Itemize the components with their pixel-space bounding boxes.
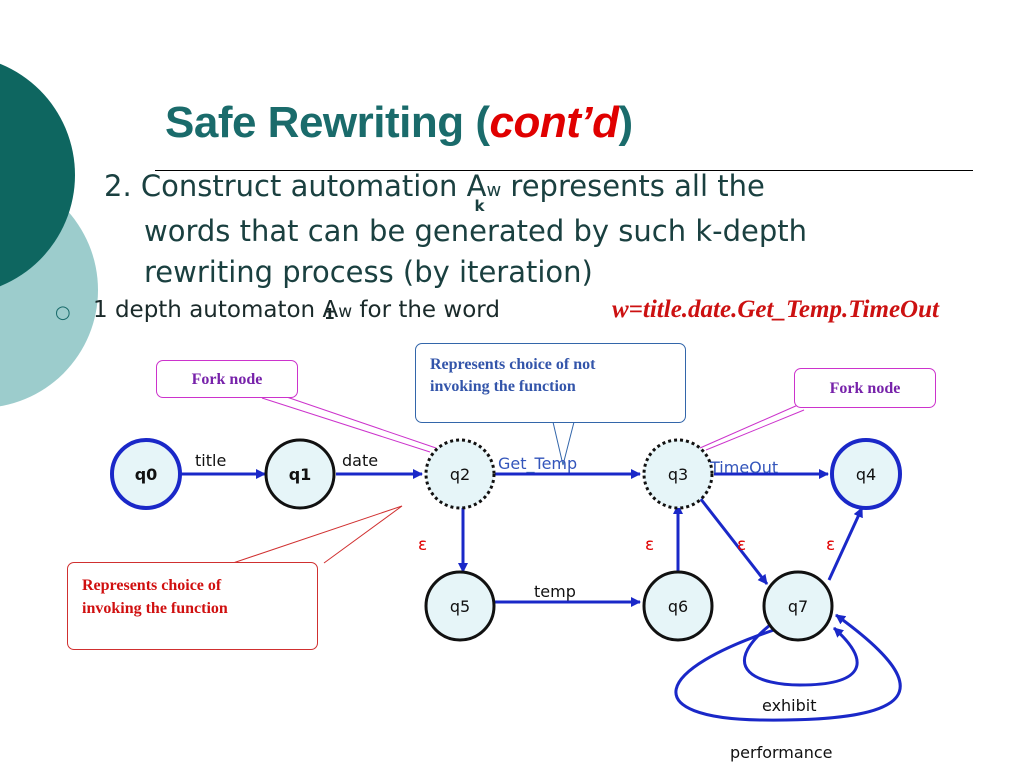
bullet-text-b: for the word	[352, 297, 500, 323]
callout-not-invoking-line-1: Represents choice of not	[430, 356, 596, 373]
label-title: title	[195, 451, 226, 470]
callout-invoking-line-1: Represents choice of	[82, 577, 222, 594]
node-label-q0: q0	[135, 465, 158, 484]
callout-fork-node-right: Fork node	[794, 368, 936, 408]
node-q7: q7	[762, 570, 834, 642]
node-label-q4: q4	[856, 465, 876, 484]
label-eps-2: ε	[645, 535, 654, 555]
node-q2: q2	[424, 438, 496, 510]
node-label-q6: q6	[668, 597, 688, 616]
label-performance: performance	[730, 743, 832, 762]
step-line-1a: 2. Construct automation A	[104, 169, 487, 203]
label-eps-1: ε	[418, 535, 427, 555]
edge-exhibit-loop	[743, 623, 859, 687]
label-eps-3: ε	[737, 535, 746, 555]
label-get-temp: Get_Temp	[498, 454, 577, 474]
step-superscript: k	[474, 197, 485, 215]
step-subscript: w	[486, 180, 502, 201]
callout-invoking-line-2: invoking the function	[82, 600, 228, 617]
label-timeout: TimeOut	[709, 458, 778, 477]
label-date: date	[342, 451, 378, 470]
node-q4: q4	[830, 438, 902, 510]
edge-q7-q4	[827, 507, 864, 581]
node-label-q7: q7	[788, 597, 808, 616]
label-exhibit: exhibit	[762, 696, 817, 715]
label-temp: temp	[534, 582, 576, 601]
title-main: Safe Rewriting (	[165, 98, 490, 147]
bullet-superscript: 1	[324, 305, 335, 323]
callout-invoking: Represents choice of invoking the functi…	[67, 562, 318, 650]
node-q6: q6	[642, 570, 714, 642]
callout-fork-node-right-text: Fork node	[829, 380, 901, 397]
callout-fork-node-left: Fork node	[156, 360, 298, 398]
slide-title: Safe Rewriting (cont’d)	[165, 98, 633, 148]
title-emphasis: cont’d	[489, 98, 619, 147]
node-q1: q1	[264, 438, 336, 510]
example-word: w=title.date.Get_Temp.TimeOut	[612, 296, 939, 323]
node-label-q1: q1	[289, 465, 312, 484]
title-close: )	[618, 98, 633, 147]
node-q0: q0	[110, 438, 182, 510]
step-line-1b: represents all the	[501, 169, 765, 203]
bullet-text-a: 1 depth automaton A	[93, 297, 339, 323]
label-eps-4: ε	[826, 535, 835, 555]
node-q5: q5	[424, 570, 496, 642]
title-rule	[155, 170, 973, 171]
edge-q3-q7	[698, 497, 769, 585]
callout-fork-node-left-text: Fork node	[191, 371, 263, 388]
node-q3: q3	[642, 438, 714, 510]
node-label-q5: q5	[450, 597, 470, 616]
bullet-icon: ○	[55, 302, 71, 323]
callout-not-invoking-line-2: invoking the function	[430, 378, 576, 395]
step-line-2: words that can be generated by such k-de…	[144, 214, 807, 248]
node-label-q2: q2	[450, 465, 470, 484]
node-label-q3: q3	[668, 465, 688, 484]
bullet-subscript: w	[338, 302, 353, 322]
callout-not-invoking: Represents choice of not invoking the fu…	[415, 343, 686, 423]
edge-performance-loop	[674, 613, 902, 722]
decorative-circles	[0, 63, 98, 407]
step-line-3: rewriting process (by iteration)	[144, 255, 593, 289]
